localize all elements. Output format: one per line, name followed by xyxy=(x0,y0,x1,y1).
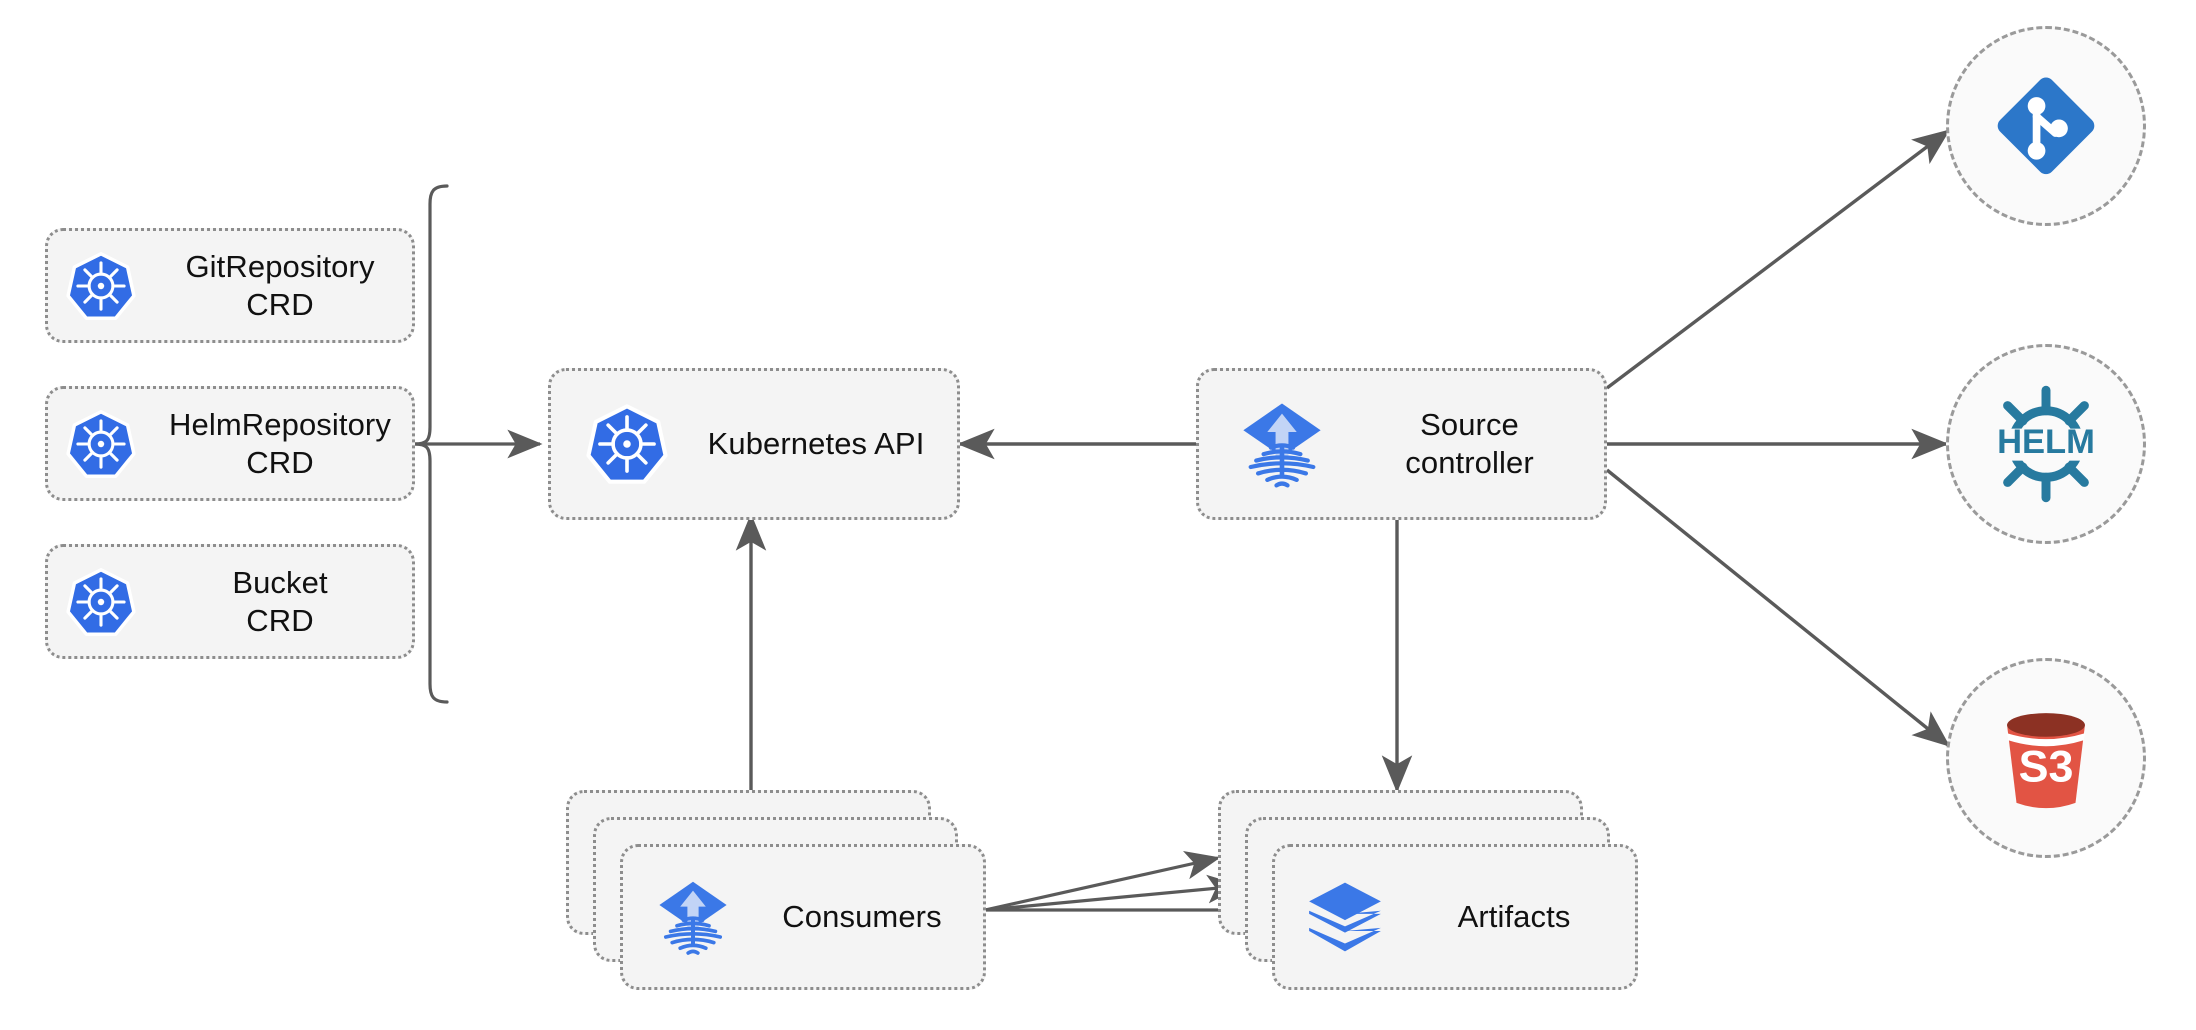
node-source-controller[interactable]: Source controller xyxy=(1196,368,1607,520)
arrow-source-to-git xyxy=(1605,129,1951,390)
crd-label: HelmRepository CRD xyxy=(169,406,391,480)
node-label: Source controller xyxy=(1405,407,1534,480)
external-source-helm[interactable]: HELM xyxy=(1946,344,2146,544)
kubernetes-icon xyxy=(48,251,154,321)
flux-icon xyxy=(645,877,741,957)
node-label: Artifacts xyxy=(1457,899,1571,935)
crd-label: GitRepository CRD xyxy=(185,248,375,322)
git-icon xyxy=(1987,67,2105,185)
crd-box-gitrepository[interactable]: GitRepository CRD xyxy=(45,228,415,343)
node-label: Kubernetes API xyxy=(707,426,925,462)
external-source-git[interactable] xyxy=(1946,26,2146,226)
artifacts-card-front[interactable]: Artifacts xyxy=(1272,844,1638,990)
helm-icon: HELM xyxy=(1982,380,2110,508)
crd-box-bucket[interactable]: Bucket CRD xyxy=(45,544,415,659)
consumers-card-front[interactable]: Consumers xyxy=(620,844,986,990)
external-source-s3[interactable]: S3 xyxy=(1946,658,2146,858)
layers-icon xyxy=(1297,878,1393,956)
crd-group-brace xyxy=(414,184,449,704)
kubernetes-icon xyxy=(48,409,154,479)
node-consumers-stack[interactable]: Consumers xyxy=(566,790,986,990)
s3-label: S3 xyxy=(2019,741,2074,792)
helm-label: HELM xyxy=(1997,423,2095,461)
arrow-source-to-s3 xyxy=(1605,468,1951,747)
node-label: Consumers xyxy=(782,899,942,935)
flux-icon xyxy=(1229,398,1335,490)
node-kubernetes-api[interactable]: Kubernetes API xyxy=(548,368,960,520)
crd-label: Bucket CRD xyxy=(232,564,328,638)
kubernetes-icon xyxy=(579,403,675,485)
node-artifacts-stack[interactable]: Artifacts xyxy=(1218,790,1638,990)
s3-bucket-icon: S3 xyxy=(1987,699,2105,817)
crd-box-helmrepository[interactable]: HelmRepository CRD xyxy=(45,386,415,501)
kubernetes-icon xyxy=(48,567,154,637)
